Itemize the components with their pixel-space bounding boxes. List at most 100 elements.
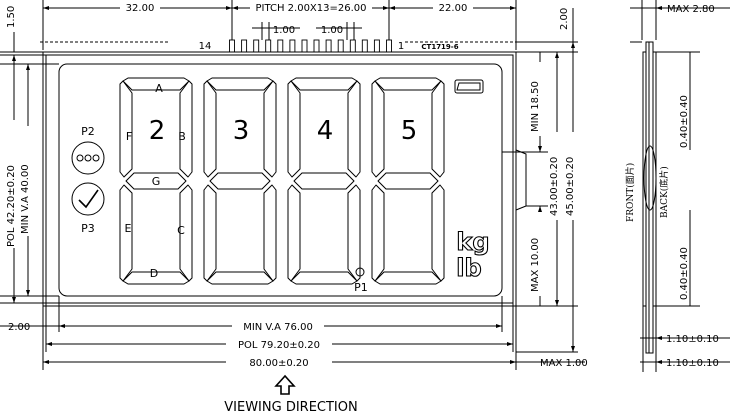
dim-pol-height: POL 42.20±0.20: [6, 165, 17, 247]
segment-letter-f: F: [126, 130, 132, 143]
digit-1-segment-g: [125, 172, 187, 190]
unit-kg: kg: [456, 228, 489, 256]
segment-letter-b: B: [178, 130, 186, 143]
dim-min-va-height: MIN V.A 40.00: [20, 164, 31, 234]
digit-2-segment-g: [209, 172, 271, 190]
arrow-head: [389, 6, 395, 10]
arrow-head: [59, 324, 65, 328]
label-bg: [529, 62, 541, 136]
digit-number-4: 4: [317, 116, 334, 146]
top-dimensions: 32.00 PITCH 2.00X13=26.00 22.00 1.00 1.0…: [42, 0, 517, 50]
arrow-head: [46, 342, 52, 346]
dim-max-bottom: MAX 1.00: [540, 358, 588, 369]
dim-left-top-gap: 1.50: [6, 6, 17, 28]
arrow-head: [26, 290, 30, 296]
decimal-point-p1: [355, 267, 365, 277]
pin-9: [289, 39, 296, 53]
arrow-head: [555, 300, 559, 306]
dot: [92, 154, 100, 162]
digit-4-segment-f: [371, 80, 385, 178]
dim-top-right: 22.00: [439, 3, 468, 14]
pin-11: [265, 39, 272, 53]
arrow-head: [656, 360, 662, 364]
arrow-head: [383, 6, 389, 10]
dim-right-max-mid: MAX 10.00: [530, 238, 541, 292]
segment-letter-e: E: [125, 222, 132, 235]
digit-4-segment-c: [431, 184, 445, 282]
label-bg: [529, 212, 541, 296]
arrow-head: [507, 342, 513, 346]
dim-top-pitch: PITCH 2.00X13=26.00: [255, 3, 366, 14]
viewing-area-outline: [58, 63, 503, 297]
back-label: BACK(底片): [658, 166, 670, 218]
segment-letter-c: C: [177, 224, 185, 237]
dim-side-max: MAX 2.80: [667, 4, 715, 15]
label-bg: [120, 1, 160, 13]
pin-3: [361, 39, 368, 53]
arrow-head: [26, 64, 30, 70]
dim-top-left: 32.00: [126, 3, 155, 14]
dim-side-back-glass: 0.40±0.40: [679, 247, 690, 300]
digit-1-segment-d: [122, 271, 190, 285]
arrow-head: [571, 42, 575, 48]
digit-3-segment-d: [290, 271, 358, 285]
checkmark-icon: [71, 182, 105, 216]
panel-outlines: [40, 41, 527, 307]
pin-6: [325, 39, 332, 53]
pin-number-1: 1: [398, 41, 404, 52]
viewing-direction-arrow-icon: [274, 374, 296, 395]
pin-5: [337, 39, 344, 53]
dim-right-top-gap: 2.00: [559, 8, 570, 30]
pin-number-14: 14: [199, 41, 212, 52]
digit-2-segment-c: [263, 184, 277, 282]
label-bg: [548, 132, 560, 220]
digit-2-segment-e: [203, 184, 217, 282]
p3-label: P3: [81, 222, 95, 235]
arrow-head: [43, 6, 49, 10]
pin-2: [373, 39, 380, 53]
dim-pin-pitch-right: 1.00: [321, 25, 343, 36]
right-dimensions: 2.00 MIN 18.50 MAX 10.00 43.00±0.20 45.0…: [502, 8, 578, 353]
segment-letter-a: A: [155, 82, 163, 95]
digit-2-segment-a: [206, 77, 274, 91]
digit-3-segment-c: [347, 184, 361, 282]
pin-row: [229, 39, 392, 53]
viewing-direction-label: VIEWING DIRECTION: [224, 400, 357, 415]
dim-side-front-glass: 0.40±0.40: [679, 95, 690, 148]
indicator-icons: P2 P3 P1 kg lb: [71, 79, 490, 294]
pin-13: [241, 39, 248, 53]
dim-pin-pitch-left: 1.00: [273, 25, 295, 36]
pin-12: [253, 39, 260, 53]
dim-bottom-left-gap: 2.00: [8, 322, 30, 333]
battery-icon: [454, 79, 484, 94]
polarizer-outline: [45, 54, 514, 304]
digit-1-segment-f: [119, 80, 133, 178]
pin-4: [349, 39, 356, 53]
label-bg: [564, 132, 576, 220]
unit-lb: lb: [456, 254, 481, 282]
dim-pol-width: POL 79.20±0.20: [238, 340, 320, 351]
left-dimensions: 1.50 POL 42.20±0.20 MIN V.A 40.00: [0, 6, 59, 304]
arrow-head: [232, 6, 238, 10]
dim-right-min-top: MIN 18.50: [530, 81, 541, 132]
dim-min-va-width: MIN V.A 76.00: [243, 322, 313, 333]
seven-segment-digits: [119, 77, 445, 285]
digit-1-segment-c: [179, 184, 193, 282]
three-dots-icon: [71, 141, 105, 175]
side-view: MAX 2.80 0.40±0.40 0.40±0.40 FRONT(面片) B…: [624, 0, 730, 372]
digit-4-segment-d: [374, 271, 442, 285]
bottom-dimensions: 2.00 MIN V.A 76.00 POL 79.20±0.20 80.00±…: [0, 296, 588, 415]
digit-2-segment-d: [206, 271, 274, 285]
dot: [76, 154, 84, 162]
arrow-head: [656, 336, 662, 340]
label-bg: [226, 355, 332, 368]
digit-1-segment-e: [119, 184, 133, 282]
arrow-head: [571, 346, 575, 352]
battery-level: [456, 82, 481, 91]
pin-7: [313, 39, 320, 53]
segment-letter-g: G: [152, 175, 161, 188]
digit-number-3: 3: [233, 116, 250, 146]
p2-label: P2: [81, 125, 95, 138]
arrow-head: [12, 55, 16, 61]
